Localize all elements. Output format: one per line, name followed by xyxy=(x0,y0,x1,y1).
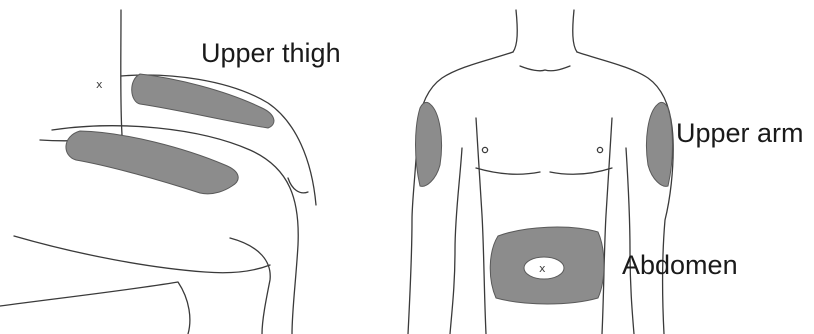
label-abdomen: Abdomen xyxy=(622,250,738,280)
left-upper-arm-site xyxy=(416,102,442,186)
label-upper-thigh: Upper thigh xyxy=(201,38,341,68)
right-upper-arm-site xyxy=(646,102,672,186)
under-thigh-outline xyxy=(14,236,270,273)
neck-right-outline xyxy=(573,10,577,52)
seat-line xyxy=(0,282,190,334)
torso-left-side xyxy=(476,118,486,334)
upper-thigh-site-upper xyxy=(132,74,274,128)
collarbone-outline xyxy=(520,66,570,71)
chest-right xyxy=(550,168,612,174)
left-inner-arm xyxy=(450,148,462,334)
left-nipple xyxy=(482,147,487,152)
torso-right-side xyxy=(602,118,612,334)
right-nipple xyxy=(597,147,602,152)
upper-thigh-site-lower xyxy=(66,131,238,194)
torso-illustration: x xyxy=(408,10,673,334)
calf-back-outline xyxy=(230,238,270,334)
label-upper-arm: Upper arm xyxy=(676,118,804,148)
torso-side-outline xyxy=(121,10,122,135)
navel-marker: x xyxy=(539,262,546,275)
thigh-marker: x xyxy=(96,78,103,91)
right-inner-arm xyxy=(626,148,634,334)
chest-left xyxy=(476,168,540,174)
neck-left-outline xyxy=(513,10,517,52)
